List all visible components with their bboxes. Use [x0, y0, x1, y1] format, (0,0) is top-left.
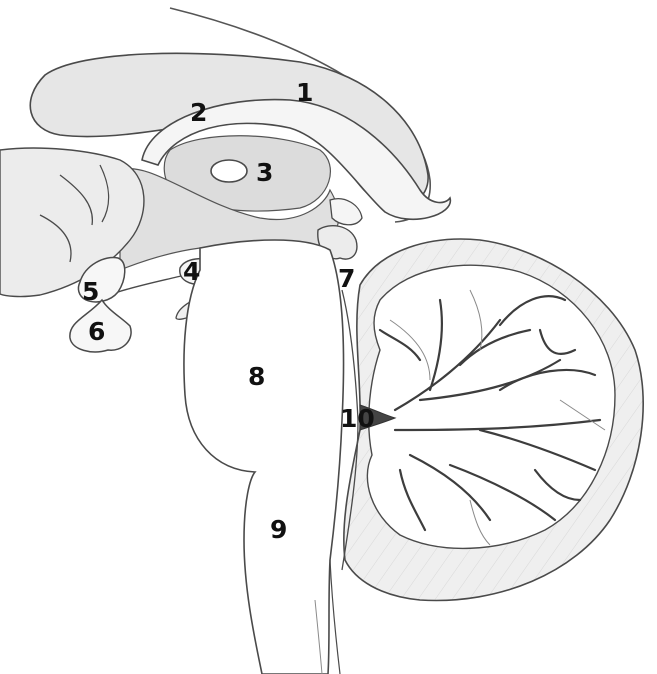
label-7: 7	[338, 266, 355, 291]
label-2: 2	[190, 100, 207, 125]
label-5: 5	[82, 279, 99, 304]
label-9: 9	[270, 517, 287, 542]
label-8: 8	[248, 364, 265, 389]
interthalamic-adhesion	[211, 160, 247, 182]
brainstem	[184, 240, 344, 674]
label-6: 6	[88, 319, 105, 344]
label-3: 3	[256, 160, 273, 185]
label-4: 4	[183, 259, 200, 284]
label-1: 1	[296, 80, 313, 105]
label-10: 10	[340, 406, 375, 431]
